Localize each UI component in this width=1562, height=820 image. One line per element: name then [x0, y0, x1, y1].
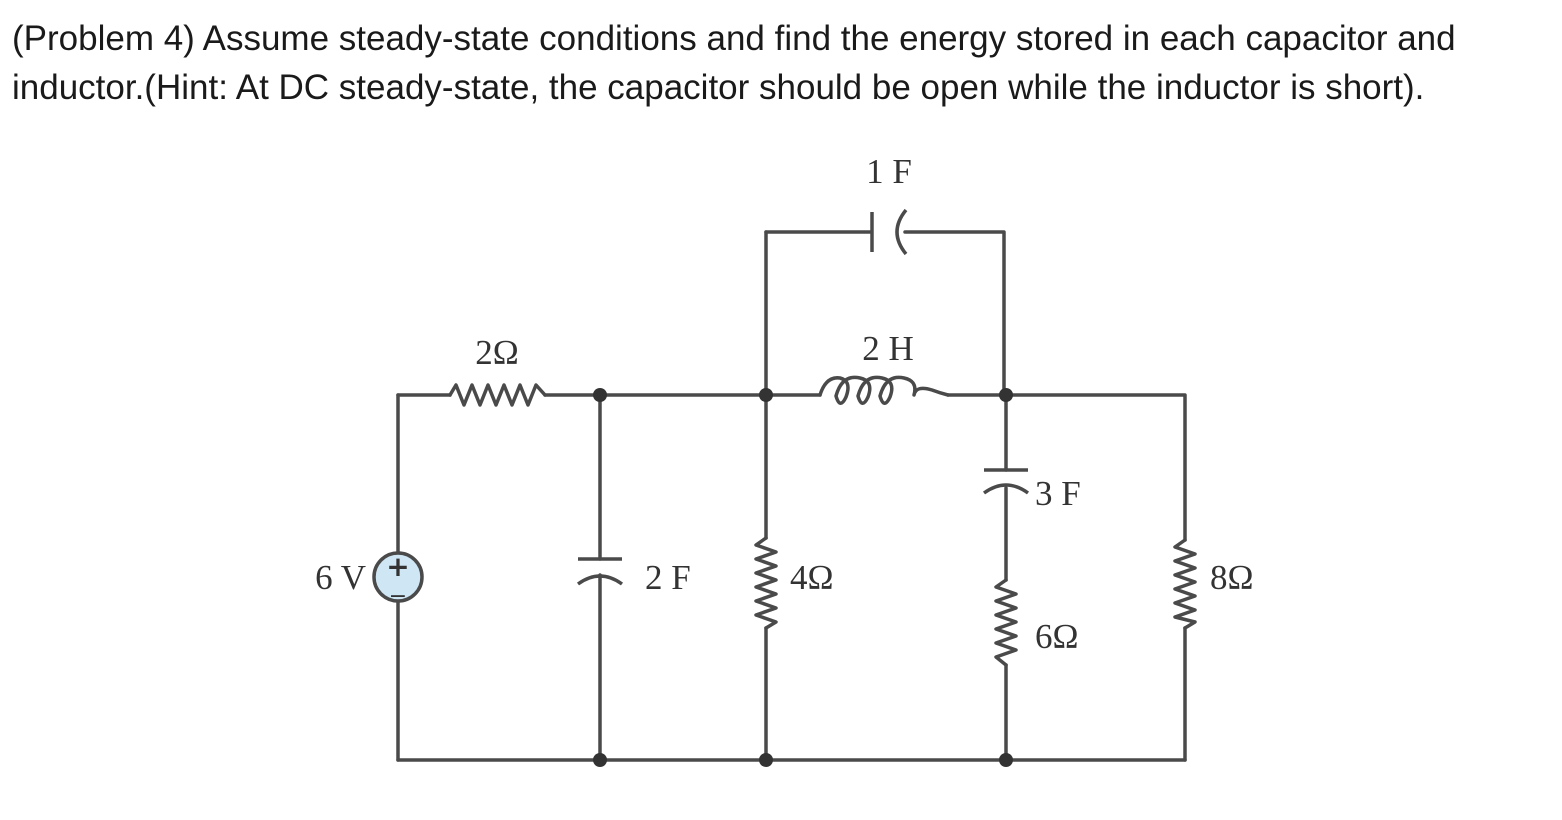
capacitor-curved-plate-icon — [982, 483, 1030, 495]
wire-top-right — [946, 393, 1187, 542]
capacitor-1f-label: 1 F — [866, 152, 912, 191]
source-plus-sign: + — [386, 550, 409, 583]
resistor-6ohm: 6Ω — [994, 578, 1079, 667]
junction-nodes — [593, 388, 1013, 767]
resistor-2ohm-label: 2Ω — [475, 333, 519, 372]
junction-node — [759, 753, 773, 767]
inductor-2h: 2 H — [818, 329, 950, 405]
voltage-source-icon — [372, 551, 424, 603]
problem-statement: (Problem 4) Assume steady-state conditio… — [12, 19, 1456, 107]
resistor-4ohm: 4Ω — [754, 536, 834, 630]
resistor-4ohm-label: 4Ω — [790, 558, 834, 597]
voltage-source: + − 6 V — [315, 550, 424, 609]
junction-node — [999, 388, 1013, 402]
junction-node — [999, 753, 1013, 767]
capacitor-2f: 2 F — [576, 557, 691, 597]
inductor-coil-icon — [818, 375, 950, 405]
capacitor-3f: 3 F — [982, 468, 1081, 513]
wires — [396, 230, 1187, 762]
resistor-icon — [448, 383, 547, 407]
source-label: 6 V — [315, 558, 366, 597]
resistor-8ohm: 8Ω — [1173, 538, 1254, 630]
capacitor-curved-plate-icon — [895, 208, 908, 256]
junction-node — [759, 388, 773, 402]
wire-1f-right — [903, 230, 1006, 397]
junction-node — [593, 388, 607, 402]
source-minus-sign: − — [389, 584, 407, 609]
inductor-2h-label: 2 H — [862, 329, 914, 368]
capacitor-1f: 1 F — [866, 152, 912, 256]
resistor-icon — [1173, 538, 1197, 630]
resistor-2ohm: 2Ω — [448, 333, 547, 407]
junction-node — [593, 753, 607, 767]
resistor-icon — [754, 536, 778, 630]
capacitor-3f-label: 3 F — [1035, 474, 1081, 513]
resistor-6ohm-label: 6Ω — [1035, 617, 1079, 656]
resistor-icon — [994, 578, 1018, 667]
capacitor-2f-label: 2 F — [645, 558, 691, 597]
capacitor-curved-plate-icon — [576, 574, 624, 586]
resistor-8ohm-label: 8Ω — [1210, 558, 1254, 597]
